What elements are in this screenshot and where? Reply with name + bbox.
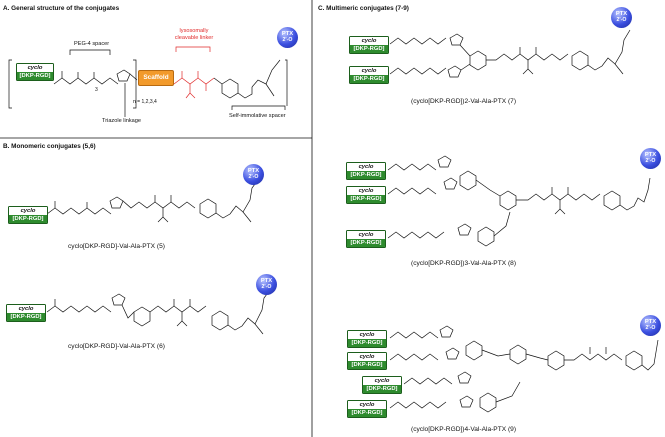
rgd-box-5: cyclo [DKP-RGD] xyxy=(8,206,48,224)
rgd-box-7b: cyclo [DKP-RGD] xyxy=(349,66,389,84)
subscript-3: 3 xyxy=(95,87,98,93)
caption-6: cyclo[DKP-RGD]-Val-Ala-PTX (6) xyxy=(68,343,165,350)
rgd-box-9c: cyclo [DKP-RGD] xyxy=(362,376,402,394)
caption-8: (cyclo[DKP-RGD])3-Val-Ala-PTX (8) xyxy=(411,260,517,267)
rgd-box-8a: cyclo [DKP-RGD] xyxy=(346,162,386,180)
ptx-sphere-8: PTX 2'-O xyxy=(640,148,661,169)
self-immolative-label: Self-immolative spacer xyxy=(229,113,286,119)
rgd-box-8c: cyclo [DKP-RGD] xyxy=(346,230,386,248)
ptx-sphere-5: PTX 2'-O xyxy=(243,164,264,185)
ptx-sphere-9: PTX 2'-O xyxy=(640,315,661,336)
peg-spacer-label: PEG-4 spacer xyxy=(74,41,110,47)
rgd-box-9d: cyclo [DKP-RGD] xyxy=(347,400,387,418)
panel-a-title: A. General structure of the conjugates xyxy=(3,5,120,12)
scaffold-box: Scaffold xyxy=(138,70,174,86)
triazole-label: Triazole linkage xyxy=(102,118,141,124)
ptx-sphere-6: PTX 2'-O xyxy=(256,274,277,295)
ptx-sphere: PTX 2'-O xyxy=(277,27,298,48)
n-label: n = 1,2,3,4 xyxy=(133,99,157,105)
rgd-box-8b: cyclo [DKP-RGD] xyxy=(346,186,386,204)
ptx-sphere-7: PTX 2'-O xyxy=(611,7,632,28)
caption-5: cyclo[DKP-RGD]-Val-Ala-PTX (5) xyxy=(68,243,165,250)
panel-b-structures xyxy=(46,179,271,335)
panel-c-title: C. Multimeric conjugates (7-9) xyxy=(318,5,409,12)
rgd-box-9b: cyclo [DKP-RGD] xyxy=(347,352,387,370)
caption-9: (cyclo[DKP-RGD])4-Val-Ala-PTX (9) xyxy=(411,426,517,433)
panel-a-structure xyxy=(8,46,288,117)
rgd-box-7a: cyclo [DKP-RGD] xyxy=(349,36,389,54)
rgd-box: cyclo [DKP-RGD] xyxy=(16,63,54,81)
panel-b-title: B. Monomeric conjugates (5,6) xyxy=(3,143,96,150)
rgd-box-6: cyclo [DKP-RGD] xyxy=(6,304,46,322)
cleavable-linker-label: lysosomally cleavable linker xyxy=(174,28,214,41)
caption-7: (cyclo[DKP-RGD])2-Val-Ala-PTX (7) xyxy=(411,98,517,105)
rgd-box-9a: cyclo [DKP-RGD] xyxy=(347,330,387,348)
